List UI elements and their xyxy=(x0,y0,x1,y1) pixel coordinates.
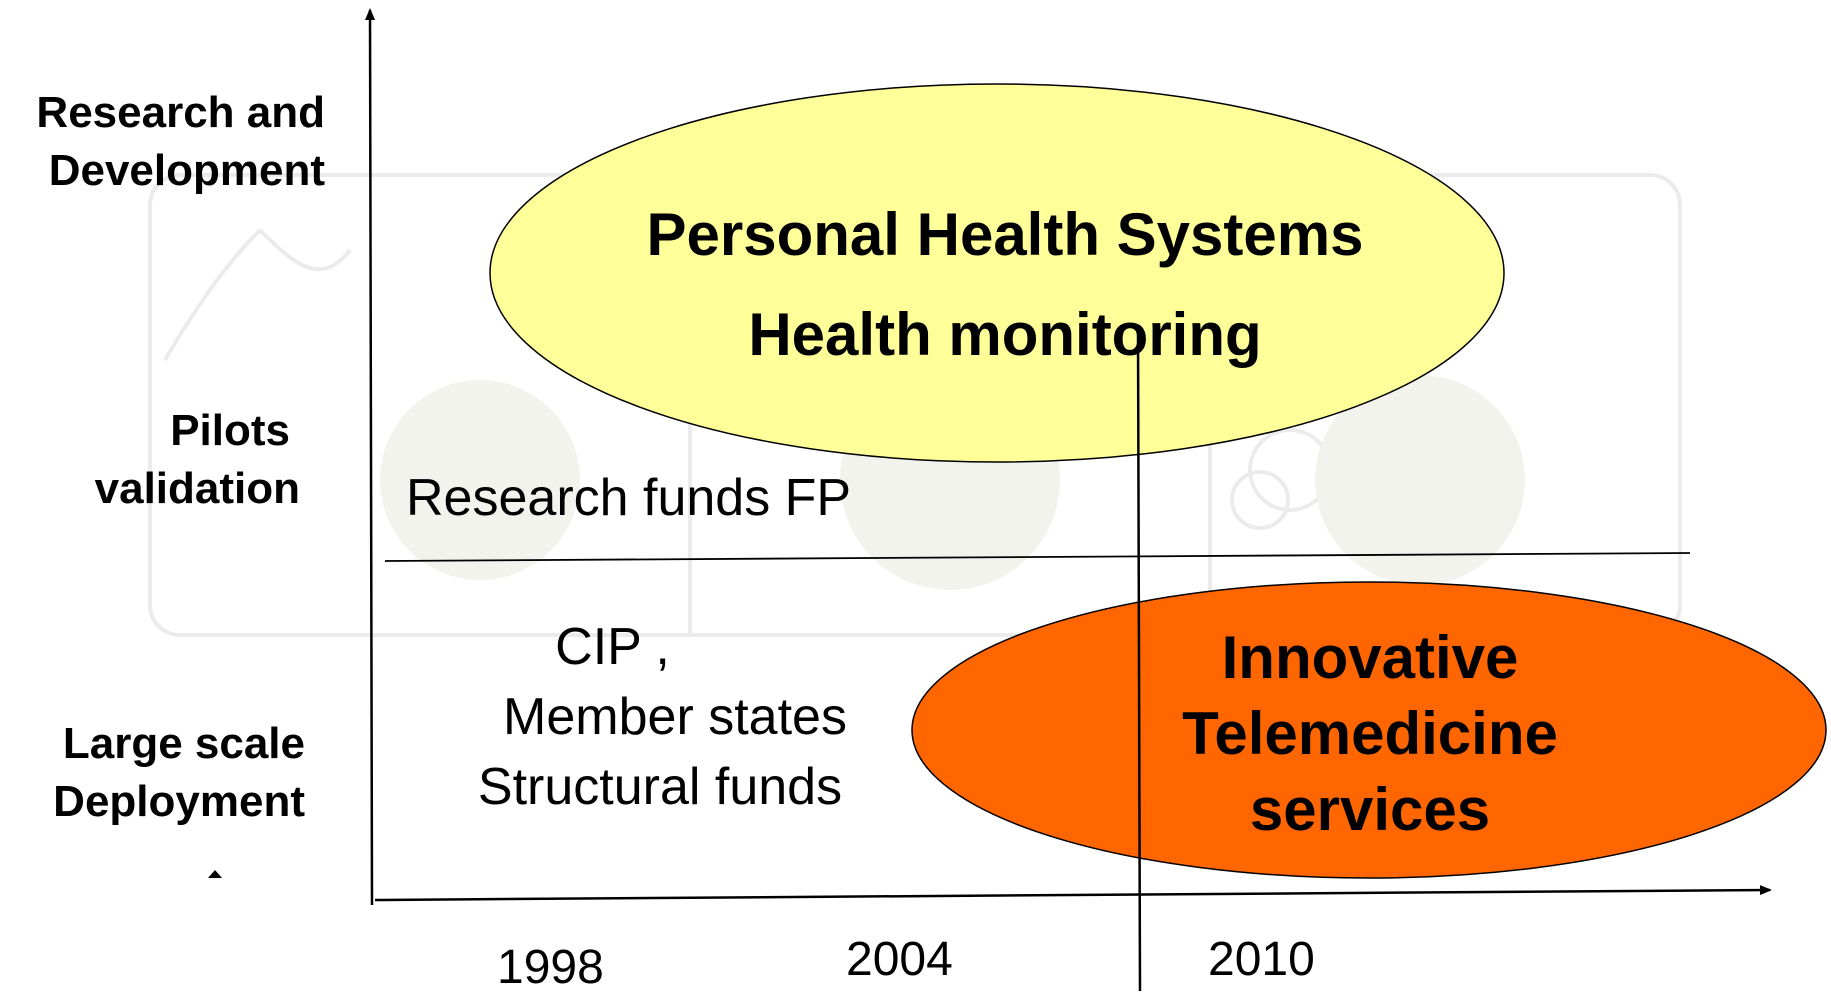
research-funds-label: Research funds FP xyxy=(406,469,852,527)
deployment-ellipse-label: Innovative Telemedicine services xyxy=(1120,620,1620,848)
y-label-pilots-validation: Pilots validation xyxy=(0,402,300,518)
deployment-ellipse-line2: Telemedicine xyxy=(1182,700,1558,767)
watermark-figure xyxy=(163,228,352,362)
research-ellipse-line1: Personal Health Systems xyxy=(646,201,1364,268)
y-label-pilots-line1: Pilots xyxy=(170,406,290,455)
x-tick-2004: 2004 xyxy=(846,933,953,986)
y-axis xyxy=(365,8,376,906)
y-label-large-line1: Large scale xyxy=(62,719,305,768)
deployment-funds-line2: Member states xyxy=(503,688,847,746)
y-label-research-line2: Development xyxy=(48,146,325,195)
deployment-funds-line3: Structural funds xyxy=(477,758,843,816)
triangle-marker xyxy=(208,870,222,878)
vertical-marker-line xyxy=(1136,329,1142,991)
divider-line xyxy=(384,552,1691,562)
x-axis xyxy=(374,885,1772,902)
y-label-pilots-line2: validation xyxy=(94,464,300,513)
deployment-ellipse-line1: Innovative xyxy=(1221,624,1519,691)
research-ellipse-label: Personal Health Systems Health monitorin… xyxy=(560,185,1450,385)
y-label-research-development: Research and Development xyxy=(0,84,325,200)
y-label-large-line2: Deployment xyxy=(53,777,305,826)
deployment-funds-label: CIP , Member states Structural funds xyxy=(420,612,900,822)
x-tick-1998: 1998 xyxy=(497,941,604,994)
y-label-research-line1: Research and xyxy=(36,88,325,137)
y-label-large-scale-deployment: Large scale Deployment xyxy=(0,715,305,831)
research-ellipse xyxy=(489,83,1505,463)
x-tick-2010: 2010 xyxy=(1208,933,1315,986)
research-ellipse-line2: Health monitoring xyxy=(748,301,1262,368)
deployment-ellipse-line3: services xyxy=(1249,776,1491,843)
deployment-funds-line1: CIP , xyxy=(555,618,670,676)
